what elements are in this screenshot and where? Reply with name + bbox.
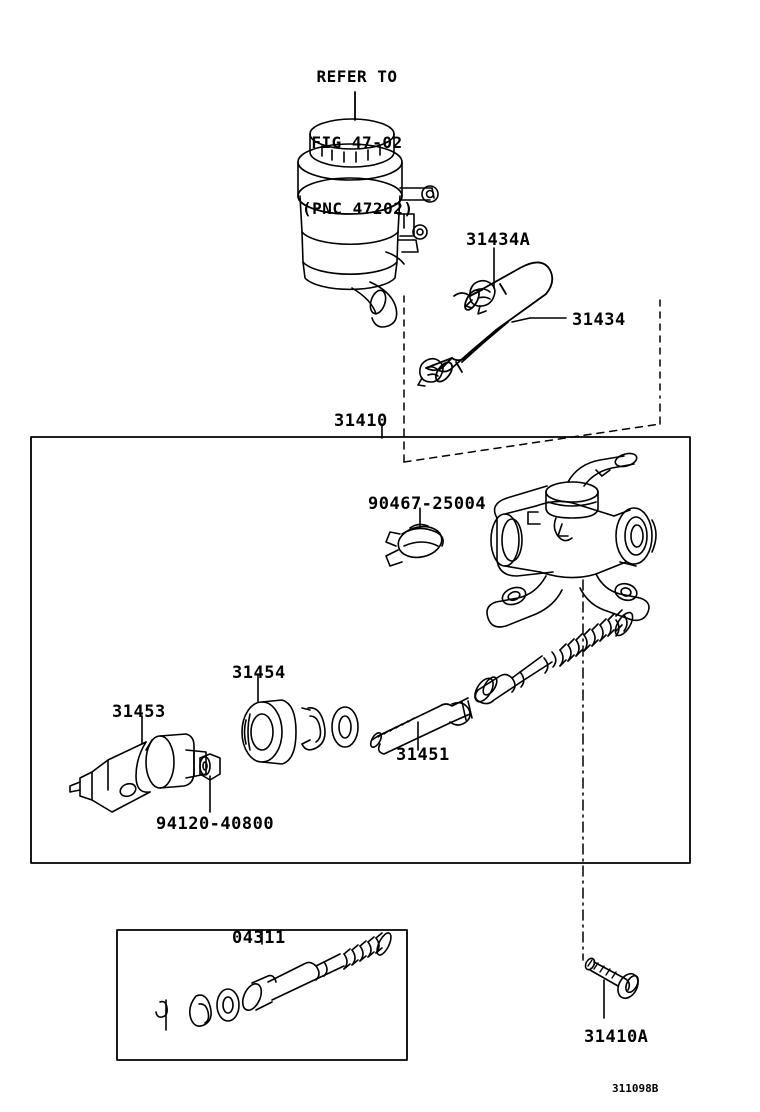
callout-94120-40800: 94120-40800 xyxy=(156,814,275,834)
leader-lines-hoses xyxy=(493,247,567,323)
callout-31454: 31454 xyxy=(232,663,286,683)
piston-boot xyxy=(241,675,297,765)
callout-04311: 04311 xyxy=(232,928,286,948)
callout-31410: 31410 xyxy=(334,411,388,431)
projection-lines-vertical xyxy=(403,295,661,397)
refer-to-line2: FIG 47-02 xyxy=(311,133,403,152)
repair-kit-box xyxy=(116,929,408,1061)
figure-code: 311098B xyxy=(612,1082,659,1095)
snap-ring xyxy=(301,707,326,751)
hose-clamp-upper xyxy=(465,279,496,315)
reservoir-hose xyxy=(425,261,554,383)
mounting-bolt xyxy=(584,957,639,1019)
master-cylinder-body xyxy=(486,452,657,628)
plain-washer xyxy=(331,706,359,748)
callout-31434A: 31434A xyxy=(466,230,531,250)
repair-kit-contents xyxy=(155,932,392,1031)
refer-to-note: REFER TO FIG 47-02 (PNC 47202) xyxy=(302,22,414,264)
callout-31451: 31451 xyxy=(396,745,450,765)
refer-to-line3: (PNC 47202) xyxy=(302,199,414,218)
refer-to-line1: REFER TO xyxy=(316,67,398,86)
hose-clamp-lower xyxy=(417,357,444,387)
lock-nut xyxy=(199,753,221,813)
projection-lines xyxy=(403,379,661,463)
callout-31453: 31453 xyxy=(112,702,166,722)
reservoir-tank xyxy=(297,118,403,328)
clevis xyxy=(69,715,207,813)
piston-spring-assembly xyxy=(474,609,634,705)
reservoir-bracket xyxy=(385,185,439,265)
callout-31434: 31434 xyxy=(572,310,626,330)
main-assembly-box xyxy=(30,436,691,864)
callout-31410A: 31410A xyxy=(584,1027,649,1047)
spring-clamp xyxy=(385,507,444,567)
callout-90467-25004: 90467-25004 xyxy=(368,494,487,514)
push-rod xyxy=(369,697,473,755)
